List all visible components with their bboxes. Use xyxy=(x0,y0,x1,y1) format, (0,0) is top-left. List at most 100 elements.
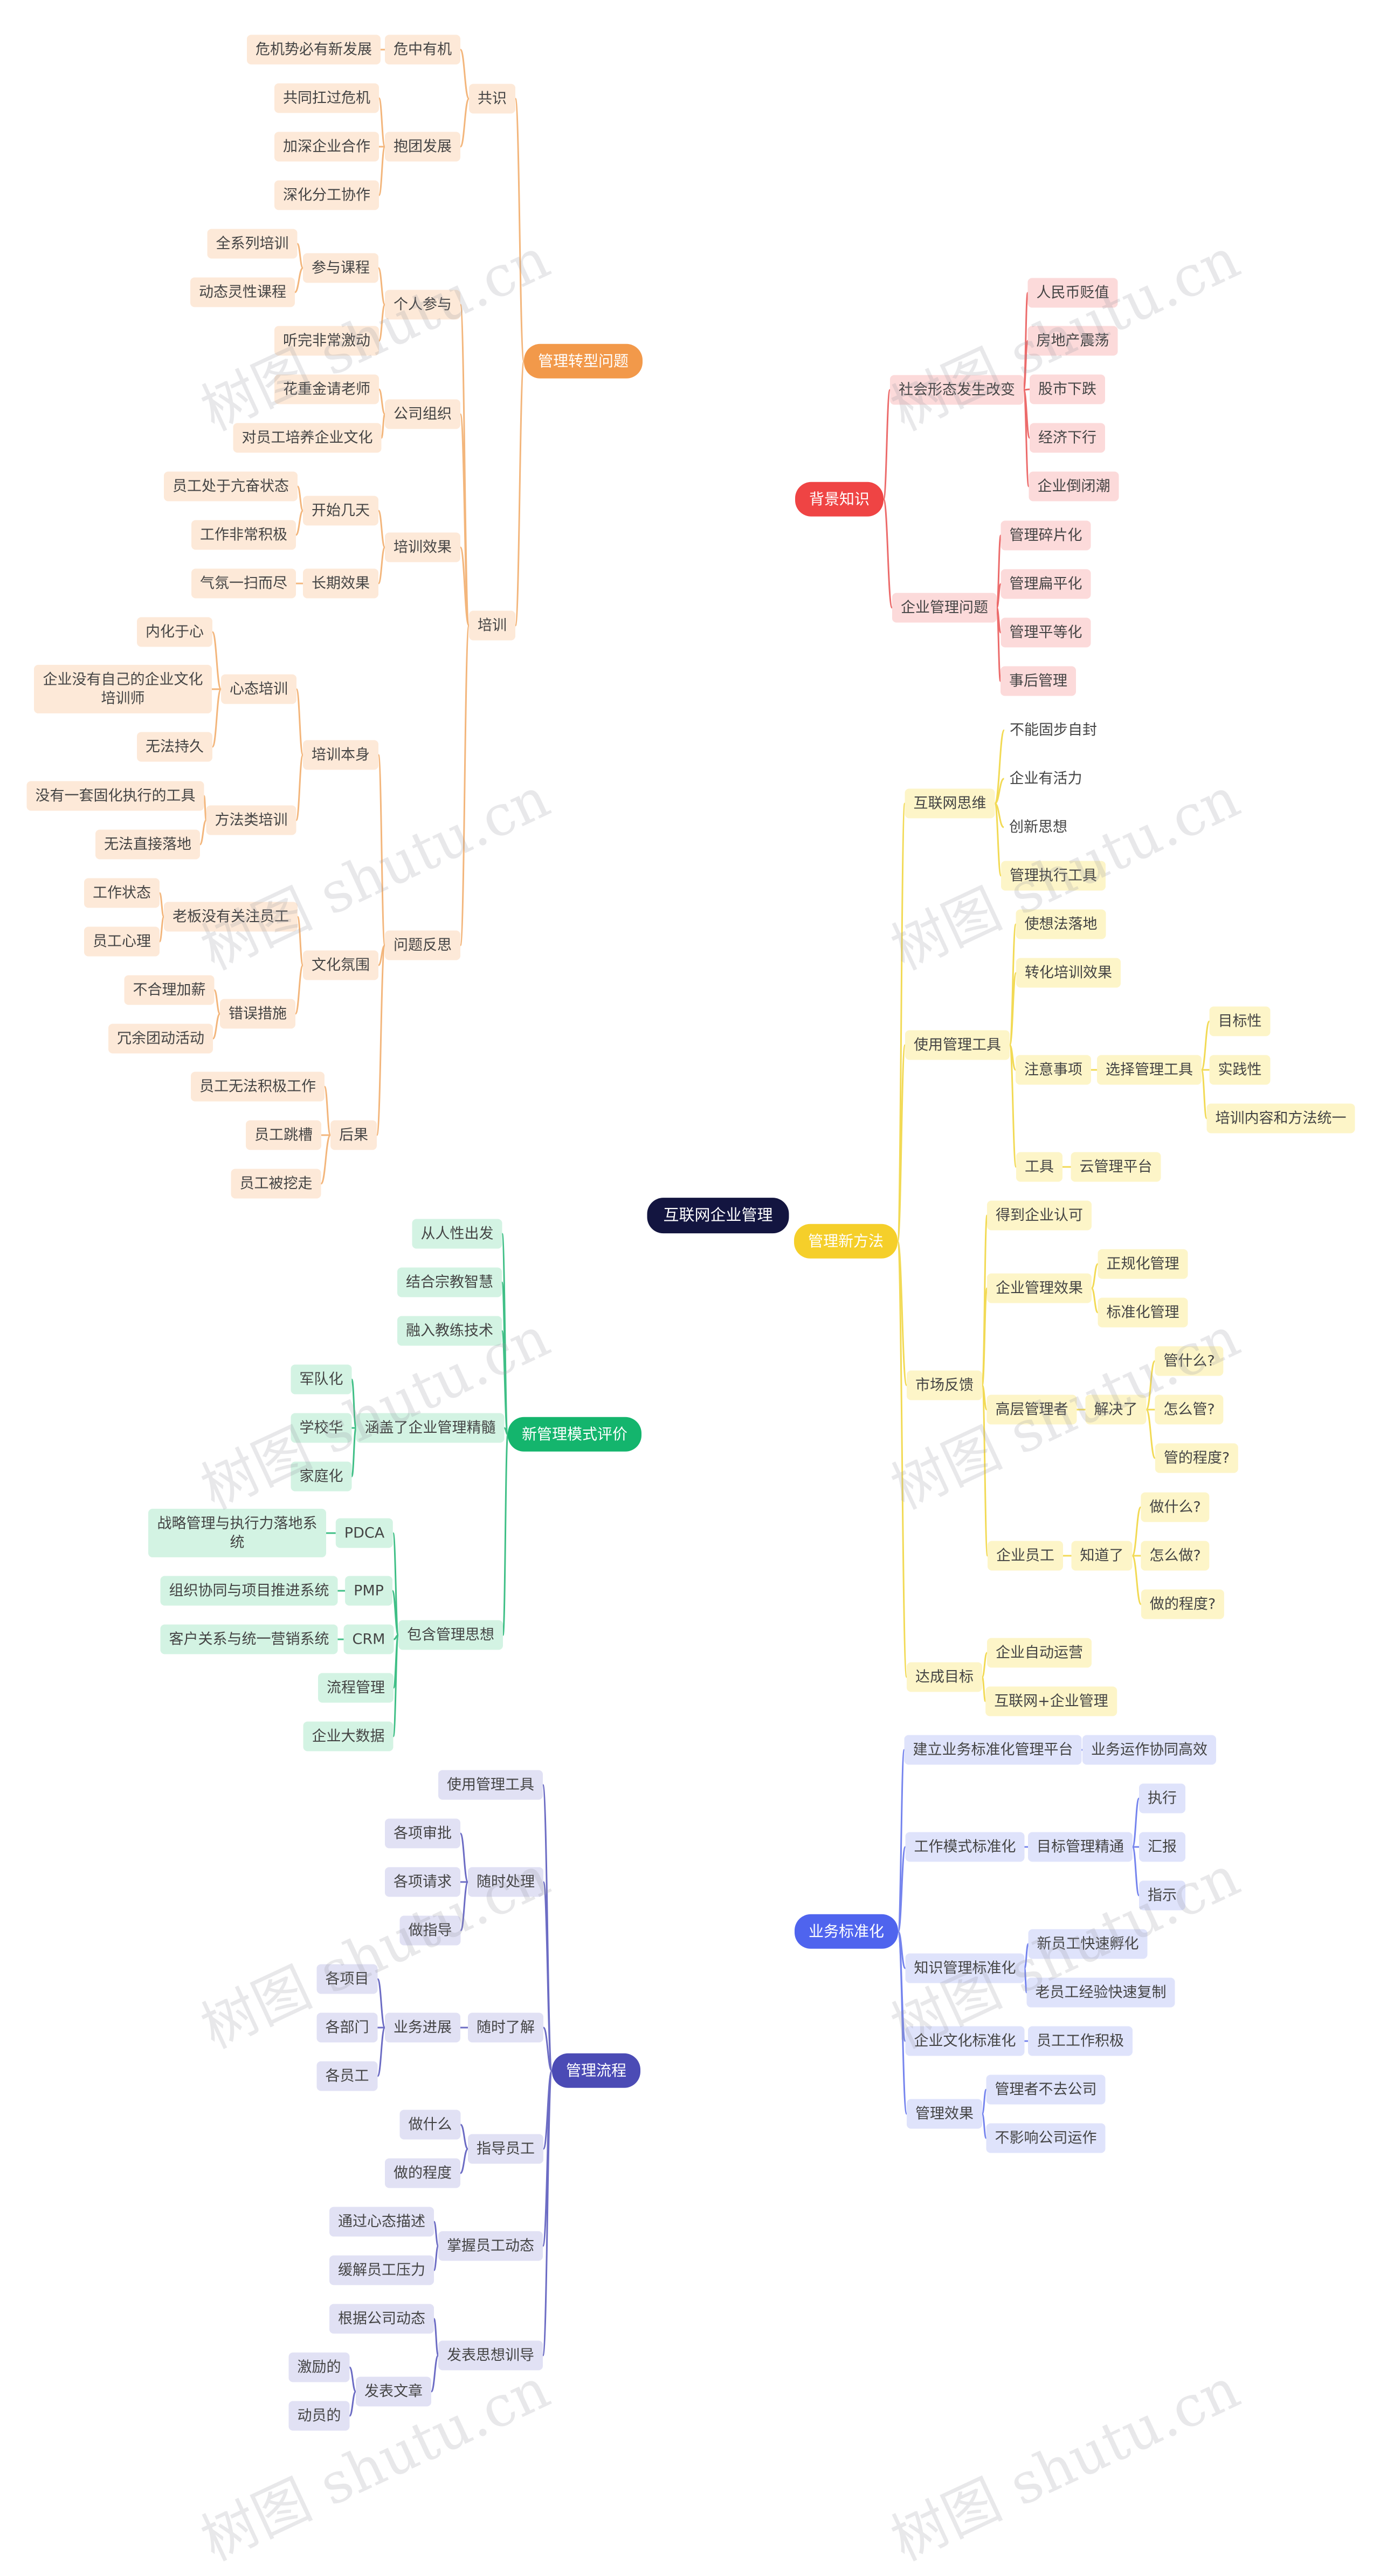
node-no-tool[interactable]: 没有一套固化执行的工具 xyxy=(26,781,204,811)
node-tools-use[interactable]: 使用管理工具 xyxy=(438,1770,543,1800)
node-school[interactable]: 学校华 xyxy=(291,1413,352,1443)
node-internalize[interactable]: 内化于心 xyxy=(137,617,212,647)
node-do-how[interactable]: 怎么做? xyxy=(1141,1541,1210,1571)
node-equal[interactable]: 管理平等化 xyxy=(1000,617,1091,648)
node-mgmt-result[interactable]: 管理效果 xyxy=(907,2099,982,2129)
node-method-training[interactable]: 方法类培训 xyxy=(206,805,296,835)
node-staff-mind[interactable]: 员工心理 xyxy=(84,926,160,957)
node-consequence[interactable]: 后果 xyxy=(330,1120,377,1150)
node-hyped[interactable]: 员工处于亢奋状态 xyxy=(164,471,298,502)
node-departments[interactable]: 各部门 xyxy=(316,2012,378,2043)
node-ideas-land[interactable]: 使想法落地 xyxy=(1016,909,1106,939)
branch-new-method[interactable]: 管理新方法 xyxy=(794,1224,898,1259)
node-training-effect[interactable]: 培训效果 xyxy=(385,532,460,562)
node-market-feedback[interactable]: 市场反馈 xyxy=(907,1370,982,1400)
node-staff-active[interactable]: 员工工作积极 xyxy=(1028,2026,1133,2056)
node-active-work[interactable]: 工作非常积极 xyxy=(191,520,296,550)
node-internet-plus[interactable]: 互联网+企业管理 xyxy=(985,1686,1117,1716)
node-job-hop[interactable]: 员工跳槽 xyxy=(246,1120,321,1150)
node-long-effect[interactable]: 长期效果 xyxy=(303,568,378,599)
node-enterprise-issues[interactable]: 企业管理问题 xyxy=(892,593,997,623)
node-training[interactable]: 培训 xyxy=(469,610,515,641)
node-guidance[interactable]: 做指导 xyxy=(399,1915,461,1946)
node-projects[interactable]: 各项目 xyxy=(316,1964,378,1994)
node-approvals[interactable]: 各项审批 xyxy=(385,1818,460,1849)
node-no-impact[interactable]: 不影响公司运作 xyxy=(986,2123,1106,2153)
node-degree-of-doing[interactable]: 做的程度 xyxy=(385,2158,460,2188)
node-flat[interactable]: 管理扁平化 xyxy=(1000,569,1091,599)
node-progress[interactable]: 业务进展 xyxy=(385,2012,460,2043)
node-publish-article[interactable]: 发表文章 xyxy=(356,2376,431,2407)
node-crm[interactable]: CRM xyxy=(343,1624,394,1654)
node-unified[interactable]: 培训内容和方法统一 xyxy=(1206,1103,1355,1134)
node-recognized[interactable]: 得到企业认可 xyxy=(987,1200,1092,1231)
node-family[interactable]: 家庭化 xyxy=(291,1461,352,1492)
node-efficient[interactable]: 业务运作协同高效 xyxy=(1082,1735,1216,1765)
node-dynamic-course[interactable]: 动态灵性课程 xyxy=(190,277,295,307)
node-motivating[interactable]: 激励的 xyxy=(288,2352,350,2382)
node-poached[interactable]: 员工被挖走 xyxy=(231,1169,321,1199)
node-rmb-depreciation[interactable]: 人民币贬值 xyxy=(1027,278,1118,308)
node-company-news[interactable]: 根据公司动态 xyxy=(329,2304,434,2334)
node-training-itself[interactable]: 培训本身 xyxy=(303,740,378,770)
node-employee[interactable]: 企业员工 xyxy=(988,1541,1063,1571)
node-deepen-coop[interactable]: 加深企业合作 xyxy=(274,132,379,162)
branch-background[interactable]: 背景知识 xyxy=(795,482,884,517)
node-culture-std[interactable]: 企业文化标准化 xyxy=(905,2026,1025,2056)
node-cloud-platform[interactable]: 云管理平台 xyxy=(1071,1152,1161,1182)
node-goal[interactable]: 达成目标 xyxy=(907,1662,982,1692)
node-stock-fall[interactable]: 股市下跌 xyxy=(1030,374,1105,404)
node-cannot-land[interactable]: 无法直接落地 xyxy=(95,829,200,860)
node-no-office[interactable]: 管理者不去公司 xyxy=(986,2074,1106,2105)
node-internet-thinking[interactable]: 互联网思维 xyxy=(905,788,995,819)
node-mgmt-effect[interactable]: 企业管理效果 xyxy=(987,1273,1092,1303)
node-requests[interactable]: 各项请求 xyxy=(385,1867,460,1897)
node-hire-teacher[interactable]: 花重金请老师 xyxy=(274,374,379,404)
node-fragmented[interactable]: 管理碎片化 xyxy=(1000,520,1091,551)
node-after-the-fact[interactable]: 事后管理 xyxy=(1000,666,1076,696)
node-economy-down[interactable]: 经济下行 xyxy=(1030,423,1105,453)
node-use-tools[interactable]: 使用管理工具 xyxy=(905,1030,1010,1060)
node-what-to-do[interactable]: 做什么 xyxy=(399,2110,461,2140)
node-knowledge[interactable]: 知识管理标准化 xyxy=(905,1953,1025,1983)
node-platform[interactable]: 建立业务标准化管理平台 xyxy=(904,1735,1082,1765)
node-group-dev[interactable]: 抱团发展 xyxy=(385,132,460,162)
node-tool[interactable]: 工具 xyxy=(1016,1152,1062,1182)
node-includes[interactable]: 包含管理思想 xyxy=(398,1620,503,1650)
node-social-change[interactable]: 社会形态发生改变 xyxy=(890,375,1024,405)
node-new-staff[interactable]: 新员工快速孵化 xyxy=(1028,1929,1148,1959)
node-not-active[interactable]: 员工无法积极工作 xyxy=(191,1071,325,1102)
node-excited[interactable]: 听完非常激动 xyxy=(274,326,379,356)
node-work-mode[interactable]: 工作模式标准化 xyxy=(905,1832,1025,1862)
node-target-mgmt[interactable]: 目标管理精通 xyxy=(1028,1832,1133,1862)
node-regularized[interactable]: 正规化管理 xyxy=(1098,1249,1188,1279)
node-standardized[interactable]: 标准化管理 xyxy=(1098,1297,1188,1328)
node-consensus[interactable]: 共识 xyxy=(469,84,515,114)
node-process-mgmt[interactable]: 流程管理 xyxy=(318,1673,394,1703)
node-humanity[interactable]: 从人性出发 xyxy=(412,1219,502,1249)
node-pmp[interactable]: PMP xyxy=(345,1576,392,1606)
node-notes[interactable]: 注意事项 xyxy=(1016,1055,1091,1085)
node-wrong-measures[interactable]: 错误措施 xyxy=(220,999,295,1029)
node-real-estate[interactable]: 房地产震荡 xyxy=(1027,326,1118,356)
branch-standardization[interactable]: 业务标准化 xyxy=(794,1914,899,1949)
node-execute[interactable]: 执行 xyxy=(1139,1783,1185,1813)
node-customer-system[interactable]: 客户关系与统一营销系统 xyxy=(160,1624,338,1654)
node-big-data[interactable]: 企业大数据 xyxy=(303,1721,394,1751)
node-mobilizing[interactable]: 动员的 xyxy=(288,2401,350,2431)
node-strategy-system[interactable]: 战略管理与执行力落地系统 xyxy=(148,1508,326,1558)
node-essence[interactable]: 涵盖了企业管理精髓 xyxy=(356,1413,505,1443)
node-old-staff[interactable]: 老员工经验快速复制 xyxy=(1026,1977,1175,2008)
node-opportunity[interactable]: 危中有机 xyxy=(385,35,460,65)
node-staffs[interactable]: 各员工 xyxy=(316,2061,378,2091)
node-coaching[interactable]: 融入教练技术 xyxy=(397,1316,502,1346)
node-practice[interactable]: 实践性 xyxy=(1209,1055,1271,1085)
node-exec-tool[interactable]: 管理执行工具 xyxy=(1001,861,1106,891)
node-manage-what[interactable]: 管什么? xyxy=(1155,1346,1224,1376)
node-guide-staff[interactable]: 指导员工 xyxy=(468,2134,543,2164)
node-do-degree[interactable]: 做的程度? xyxy=(1141,1589,1225,1619)
node-culture-atmos[interactable]: 文化氛围 xyxy=(303,950,378,980)
node-company-org[interactable]: 公司组织 xyxy=(385,399,460,429)
node-solved[interactable]: 解决了 xyxy=(1085,1395,1147,1425)
node-culture-cultivate[interactable]: 对员工培养企业文化 xyxy=(233,423,382,453)
